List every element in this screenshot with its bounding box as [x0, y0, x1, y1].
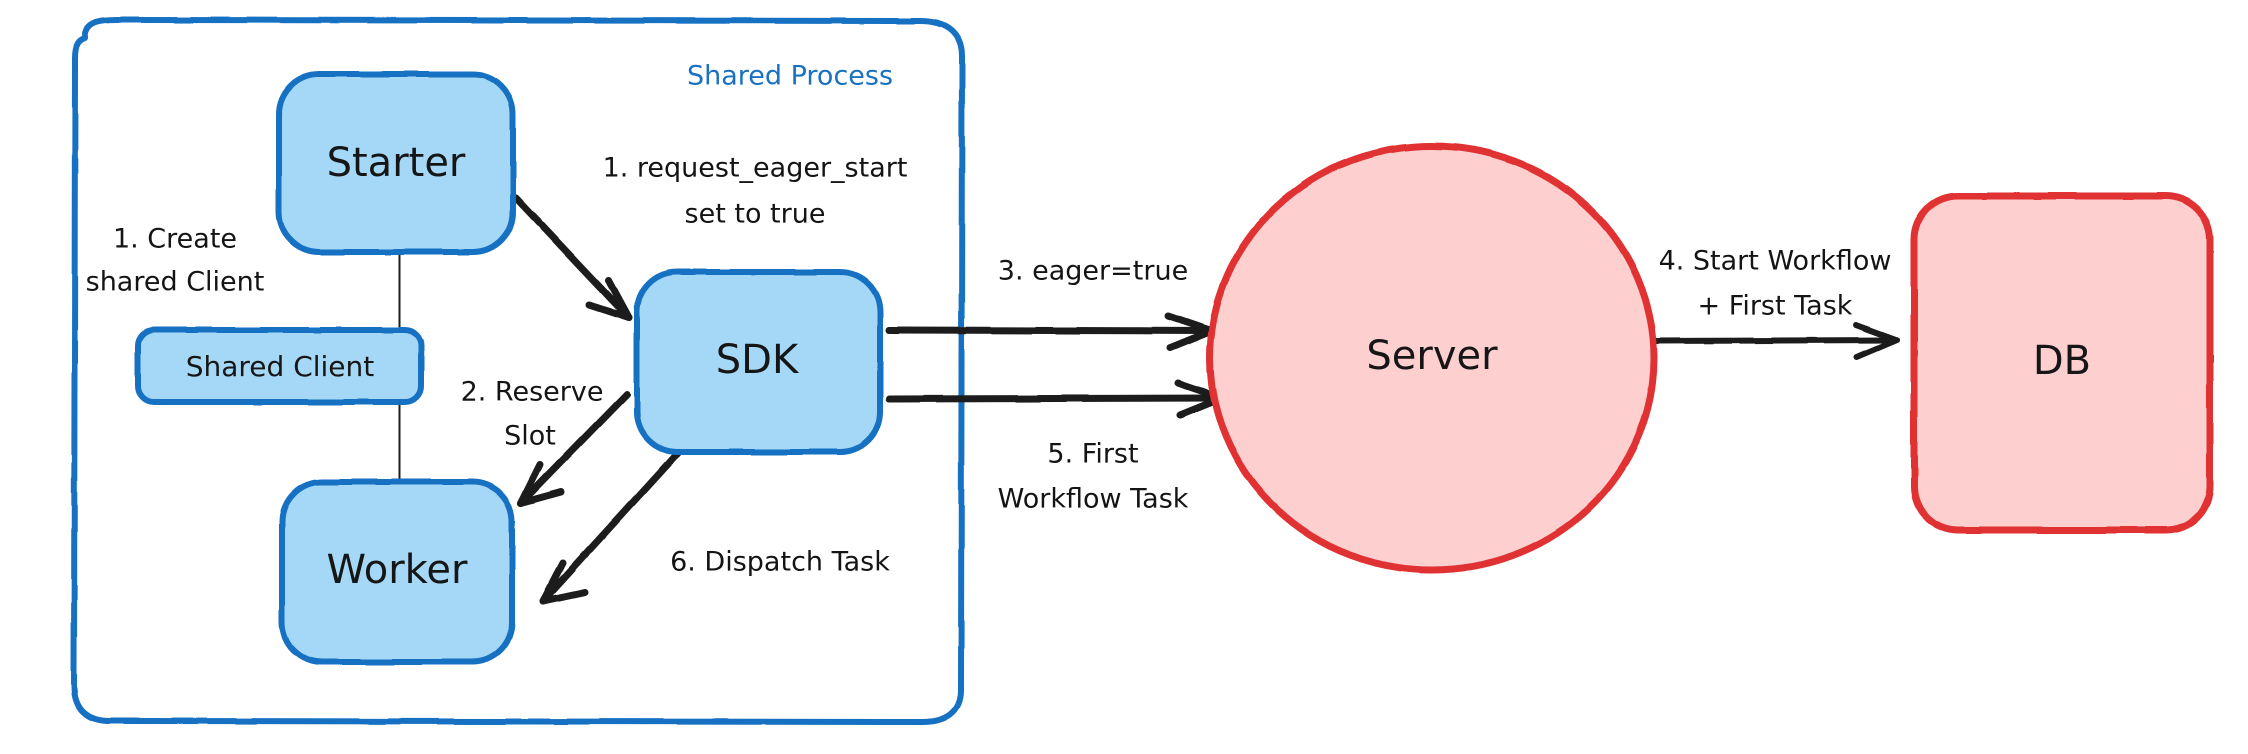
node-label-db: DB — [2033, 338, 2091, 384]
edge-label-reserve-slot-line1: 2. Reserve — [461, 377, 604, 408]
node-shared-client[interactable] — [135, 327, 424, 405]
group-label-shared-process: Shared Process — [687, 61, 893, 92]
group-shared-process — [71, 17, 965, 725]
node-label-worker: Worker — [327, 547, 468, 593]
edge-label-start-workflow-line1: 4. Start Workflow — [1659, 246, 1892, 277]
edge-2-reserve-slot — [517, 390, 631, 507]
edge-label-start-workflow-line2: + First Task — [1698, 291, 1853, 322]
edge-label-reserve-slot-line2: Slot — [504, 421, 556, 452]
node-worker[interactable] — [279, 479, 515, 665]
edge-label-request-eager-start-line2: set to true — [685, 199, 826, 230]
node-label-server: Server — [1366, 333, 1498, 379]
node-label-sdk: SDK — [716, 337, 800, 383]
edge-label-first-workflow-task-line1: 5. First — [1047, 439, 1138, 470]
node-starter[interactable] — [276, 71, 516, 255]
node-server[interactable] — [1206, 142, 1658, 574]
edge-4-start-workflow — [1645, 322, 1900, 360]
edge-label-request-eager-start-line1: 1. request_eager_start — [603, 153, 908, 184]
node-label-shared-client: Shared Client — [186, 350, 375, 383]
edge-label-first-workflow-task-line2: Workflow Task — [998, 484, 1189, 515]
edge-label-eager-true: 3. eager=true — [998, 256, 1188, 287]
node-db[interactable] — [1910, 192, 2214, 534]
edge-label-dispatch-task: 6. Dispatch Task — [670, 547, 890, 578]
edge-label-create-shared-client-line2: shared Client — [86, 267, 265, 298]
edge-6-dispatch-task — [539, 442, 688, 605]
edge-3-eager-true — [885, 312, 1216, 352]
edge-starter-shared-client — [396, 249, 403, 339]
edge-shared-client-worker — [396, 395, 403, 485]
edge-5-first-workflow-task — [885, 379, 1226, 419]
node-label-starter: Starter — [327, 140, 466, 186]
edge-1-request-eager-start — [512, 194, 633, 322]
edge-label-create-shared-client-line1: 1. Create — [113, 224, 237, 255]
node-sdk[interactable] — [634, 269, 883, 455]
